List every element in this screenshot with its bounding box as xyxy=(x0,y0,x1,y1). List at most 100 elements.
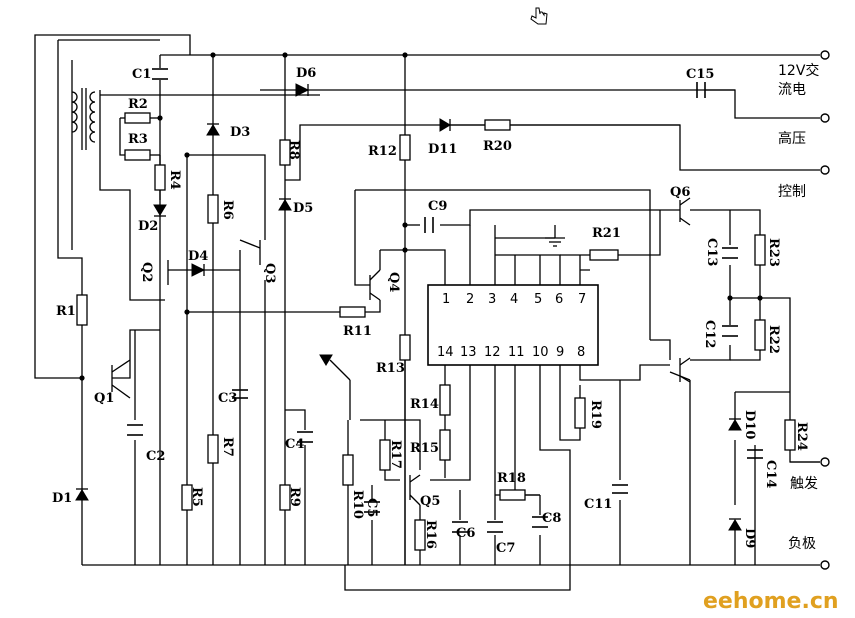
resistor-r5 xyxy=(181,484,193,511)
label-d9: D9 xyxy=(742,528,757,548)
label-r12: R12 xyxy=(368,144,397,159)
resistor-r7 xyxy=(207,434,219,464)
label-r15: R15 xyxy=(410,441,439,456)
resistor-r17 xyxy=(379,439,391,471)
ic-chip xyxy=(427,284,599,366)
label-r5: R5 xyxy=(189,487,204,507)
resistor-r10 xyxy=(342,454,354,486)
resistor-r8 xyxy=(279,139,291,166)
label-r11: R11 xyxy=(343,324,372,339)
label-r1: R1 xyxy=(56,304,76,319)
label-c13: C13 xyxy=(704,238,719,266)
resistor-r6 xyxy=(207,194,219,224)
terminal-control: 控制 xyxy=(778,184,806,200)
label-c5: C5 xyxy=(364,498,379,517)
terminals xyxy=(820,50,830,570)
resistor-r1 xyxy=(76,294,88,326)
resistor-r21 xyxy=(589,249,619,261)
label-d4: D4 xyxy=(188,249,208,264)
label-d5: D5 xyxy=(293,201,313,216)
watermark: eehome.cn xyxy=(703,589,839,614)
resistor-r9 xyxy=(279,484,291,511)
label-r19: R19 xyxy=(588,400,603,429)
transistors xyxy=(111,197,691,506)
label-q1: Q1 xyxy=(94,391,114,406)
resistor-r23 xyxy=(754,234,766,266)
ic-pin-13: 13 xyxy=(460,345,477,360)
label-r23: R23 xyxy=(766,238,781,267)
ic-pin-6: 6 xyxy=(555,292,563,307)
ic-pin-7: 7 xyxy=(578,292,586,307)
terminal-high-voltage: 高压 xyxy=(778,130,806,147)
label-d3: D3 xyxy=(230,125,250,140)
ic-pin-1: 1 xyxy=(442,292,450,307)
label-c12: C12 xyxy=(702,320,717,348)
label-c15: C15 xyxy=(686,67,714,82)
label-r14: R14 xyxy=(410,397,439,412)
label-r2: R2 xyxy=(128,97,148,112)
hand-cursor-icon xyxy=(530,7,548,25)
resistor-r3 xyxy=(124,149,151,161)
label-d11: D11 xyxy=(428,142,457,157)
component-labels: C1 R2 R3 R4 D2 D3 D4 R6 Q2 Q3 D6 R8 D5 R… xyxy=(52,66,809,556)
label-c11: C11 xyxy=(584,497,612,512)
label-q2: Q2 xyxy=(139,262,154,282)
label-c7: C7 xyxy=(496,541,515,556)
label-r22: R22 xyxy=(766,325,781,354)
ic-pin-labels: 1 2 3 4 5 6 7 14 13 12 11 10 9 8 xyxy=(437,292,586,360)
label-r10: R10 xyxy=(350,490,365,519)
ic-pin-11: 11 xyxy=(508,345,525,360)
ic-pin-12: 12 xyxy=(484,345,501,360)
terminal-ac-line1: 12V交 xyxy=(778,62,819,79)
label-q4: Q4 xyxy=(386,272,401,292)
label-r9: R9 xyxy=(287,487,302,507)
label-c14: C14 xyxy=(763,460,778,488)
label-d1: D1 xyxy=(52,491,72,506)
label-c1: C1 xyxy=(132,67,151,82)
resistor-r12 xyxy=(399,134,411,161)
resistor-r4 xyxy=(154,164,166,191)
resistor-r22 xyxy=(754,319,766,351)
capacitors xyxy=(127,68,763,533)
label-q6: Q6 xyxy=(670,185,690,200)
label-r4: R4 xyxy=(167,170,182,190)
label-c6: C6 xyxy=(456,526,475,541)
ic-pin-14: 14 xyxy=(437,345,454,360)
resistor-r20 xyxy=(484,119,511,131)
label-r13: R13 xyxy=(376,361,405,376)
diodes xyxy=(75,83,742,531)
ic-pin-10: 10 xyxy=(532,345,549,360)
label-r20: R20 xyxy=(483,139,512,154)
label-r24: R24 xyxy=(794,422,809,451)
label-c3: C3 xyxy=(218,391,237,406)
ic-pin-3: 3 xyxy=(488,292,496,307)
label-r17: R17 xyxy=(388,440,403,469)
terminal-labels: 12V交 流电 高压 控制 触发 负极 xyxy=(778,62,819,552)
resistor-r19 xyxy=(574,397,586,429)
terminal-ac-line2: 流电 xyxy=(778,82,806,98)
junctions xyxy=(79,52,763,381)
ic-pin-9: 9 xyxy=(556,345,564,360)
ic-pin-8: 8 xyxy=(577,345,585,360)
label-c4: C4 xyxy=(285,437,304,452)
label-c9: C9 xyxy=(428,199,447,214)
resistor-r24 xyxy=(784,419,796,451)
label-d10: D10 xyxy=(742,410,757,439)
ic-pin-2: 2 xyxy=(466,292,474,307)
ic-pin-5: 5 xyxy=(534,292,542,307)
label-q3: Q3 xyxy=(262,263,277,283)
label-r8: R8 xyxy=(286,140,301,160)
resistor-r14 xyxy=(439,384,451,416)
resistor-r18 xyxy=(499,489,526,501)
resistor-r15 xyxy=(439,429,451,461)
terminal-negative: 负极 xyxy=(788,536,816,552)
label-r16: R16 xyxy=(423,520,438,549)
ground-icon xyxy=(545,225,565,247)
label-c2: C2 xyxy=(146,449,165,464)
resistor-r13 xyxy=(399,334,411,361)
resistor-r16 xyxy=(414,519,426,551)
label-c8: C8 xyxy=(542,511,561,526)
resistors xyxy=(76,112,796,551)
label-r6: R6 xyxy=(220,200,235,220)
